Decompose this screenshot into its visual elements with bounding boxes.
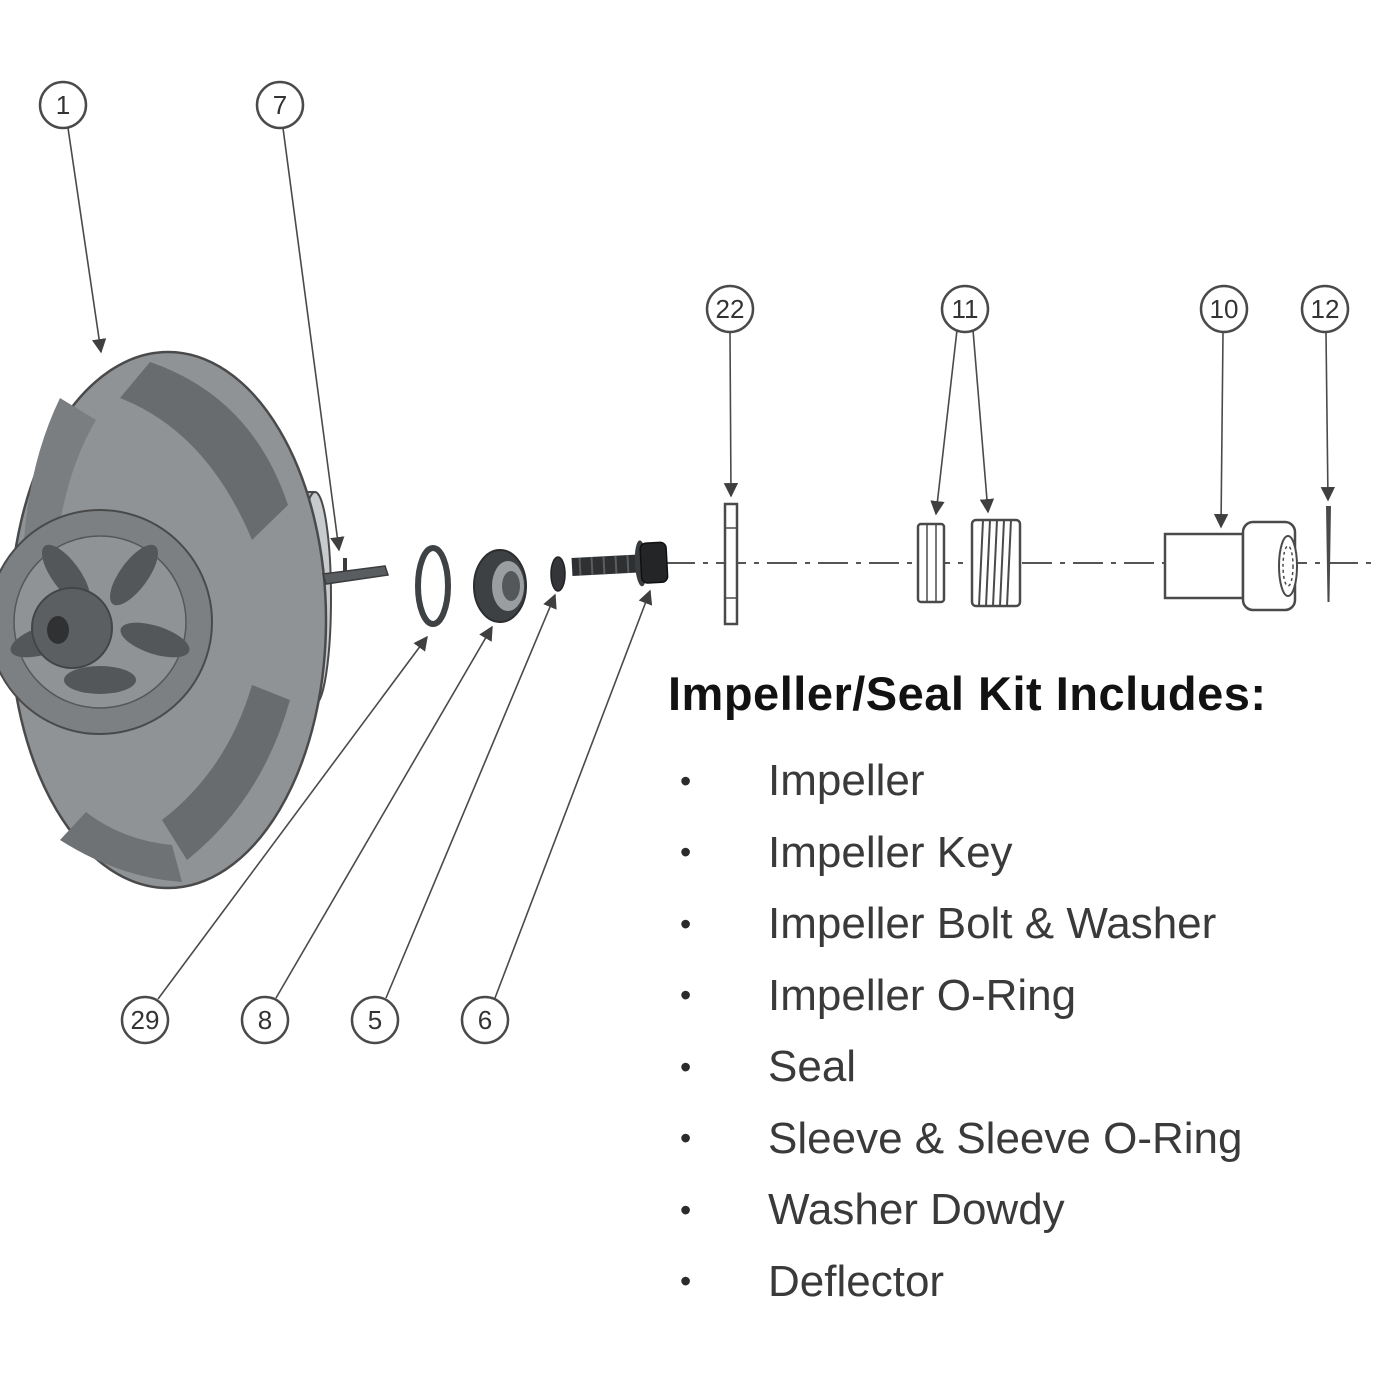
kit-item: • Impeller Key [668,817,1378,889]
leader-line-6 [494,589,653,999]
svg-text:7: 7 [273,90,287,120]
kit-item-label: Impeller [768,756,925,806]
kit-item-label: Impeller O-Ring [768,970,1077,1020]
kit-list: Impeller/Seal Kit Includes: • Impeller • I… [668,668,1378,1318]
kit-item: • Impeller [668,746,1378,818]
leader-line-8 [275,625,493,999]
sleeve-spring-part [970,518,1022,608]
leader-line-10 [1213,332,1229,529]
bullet: • [680,1263,692,1300]
bullet: • [680,905,692,942]
kit-item: • Washer Dowdy [668,1175,1378,1247]
leader-line-1 [67,127,107,354]
impeller-part [0,350,332,890]
seal-part [473,549,527,623]
bullet: • [680,834,692,871]
impeller-bolt-part [571,540,669,587]
sleeve-o-ring-part [916,522,946,604]
leader-line-7 [282,127,345,552]
kit-item: • Sleeve & Sleeve O-Ring [668,1103,1378,1175]
kit-item-label: Sleeve & Sleeve O-Ring [768,1113,1243,1163]
svg-text:12: 12 [1311,294,1340,324]
svg-text:5: 5 [368,1005,382,1035]
svg-text:6: 6 [478,1005,492,1035]
svg-text:1: 1 [56,90,70,120]
svg-text:10: 10 [1210,294,1239,324]
callout-impeller-key: 7 [255,80,305,130]
kit-item-label: Washer Dowdy [768,1185,1065,1235]
leader-line-22 [723,332,739,498]
bullet: • [680,1048,692,1085]
svg-text:29: 29 [131,1005,160,1035]
callout-sleeve-and-o-ring: 11 [940,284,990,334]
leader-line-11a [930,329,958,516]
washer-dowdy-part [1326,506,1331,602]
kit-item: • Deflector [668,1246,1378,1318]
svg-text:8: 8 [258,1005,272,1035]
callout-seal: 8 [240,995,290,1045]
bullet: • [680,1191,692,1228]
shaft-sleeve-part [1163,520,1298,612]
kit-heading: Impeller/Seal Kit Includes: [668,667,1267,720]
kit-item-label: Deflector [768,1256,945,1306]
impeller-o-ring-part [415,545,451,627]
leader-line-5 [385,593,557,999]
kit-item-label: Impeller Bolt & Washer [768,899,1217,949]
kit-item: • Impeller Bolt & Washer [668,889,1378,961]
leader-line-12 [1320,332,1336,502]
kit-item: • Impeller O-Ring [668,960,1378,1032]
kit-item-label: Seal [768,1042,857,1092]
washer-part [550,556,566,592]
leader-line-11b [972,329,995,514]
bullet: • [680,762,692,799]
kit-items: • Impeller • Impeller Key • Impeller Bolt &… [668,746,1378,1318]
impeller-key-part [322,558,389,585]
callout-impeller: 1 [38,80,88,130]
bullet: • [680,1120,692,1157]
callout-washer: 5 [350,995,400,1045]
callout-impeller-o-ring: 29 [120,995,170,1045]
kit-item: • Seal [668,1032,1378,1104]
svg-text:22: 22 [716,294,745,324]
deflector-part [723,502,739,626]
bullet: • [680,977,692,1014]
leader-line-29 [157,635,428,1000]
callout-washer-dowdy: 12 [1300,284,1350,334]
kit-item-label: Impeller Key [768,827,1013,877]
svg-text:11: 11 [952,294,979,324]
callout-deflector: 22 [705,284,755,334]
callout-bolt: 6 [460,995,510,1045]
callout-sleeve: 10 [1199,284,1249,334]
